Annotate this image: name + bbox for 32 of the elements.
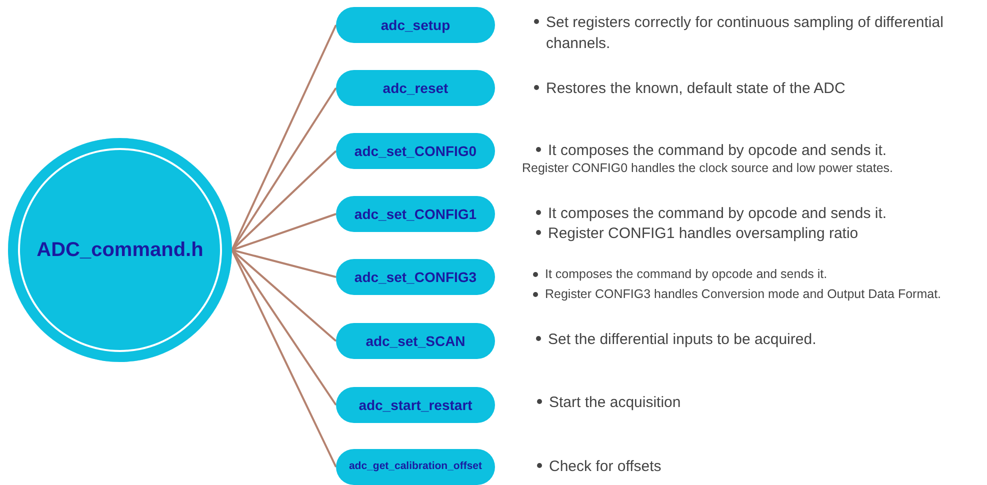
function-name: adc_get_calibration_offset <box>348 459 482 474</box>
function-name: adc_set_CONFIG0 <box>354 142 477 160</box>
description-text: Check for offsets <box>549 457 662 477</box>
description-text: It composes the command by opcode and sends it. <box>545 266 828 283</box>
function-pill <box>336 259 495 295</box>
file-name: ADC_command.h <box>36 238 204 263</box>
description-text: Register CONFIG1 handles oversampling ratio <box>548 224 860 244</box>
connector-line <box>231 150 337 251</box>
function-pill <box>336 70 495 106</box>
function-pill <box>336 7 495 43</box>
function-pill <box>336 387 495 423</box>
function-name: adc_set_SCAN <box>366 332 466 350</box>
description-text: It composes the command by opcode and sends it. <box>548 141 888 161</box>
description-text: Set registers correctly for continuous sampling of differential channels. <box>546 13 944 54</box>
function-name: adc_start_restart <box>358 396 472 414</box>
connector-line <box>232 213 336 251</box>
connector-line <box>232 249 336 278</box>
description-text: Start the acquisition <box>549 393 682 413</box>
function-name: adc_set_CONFIG3 <box>354 268 477 286</box>
description-text: Restores the known, default state of the ADC <box>546 79 846 99</box>
description-text: Set the differential inputs to be acquired. <box>548 330 818 350</box>
function-pill <box>336 196 495 232</box>
function-name: adc_reset <box>382 78 448 98</box>
function-pill <box>336 133 495 169</box>
description-text: It composes the command by opcode and sends it. <box>548 204 888 224</box>
connector-line <box>231 249 337 342</box>
function-name: adc_set_CONFIG1 <box>354 204 477 224</box>
description-text: Register CONFIG3 handles Conversion mode and Output Data Format. <box>545 286 942 303</box>
description-text: Register CONFIG0 handles the clock source and low power states. <box>522 160 894 177</box>
function-name: adc_setup <box>380 16 450 35</box>
function-pill <box>336 449 495 485</box>
function-pill <box>336 323 495 359</box>
